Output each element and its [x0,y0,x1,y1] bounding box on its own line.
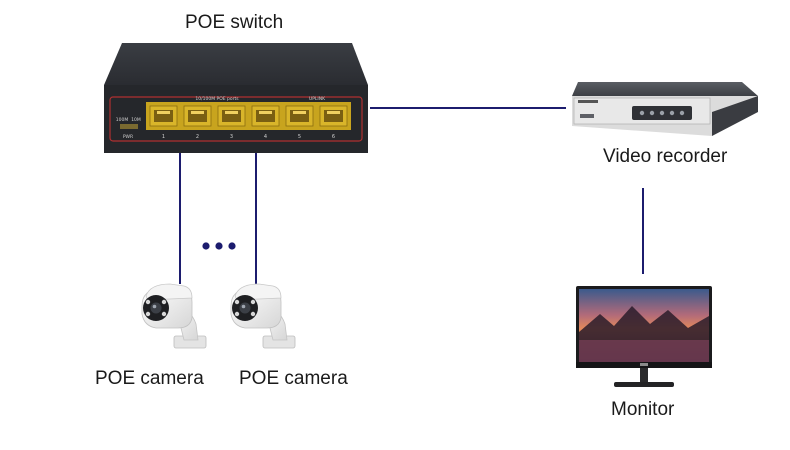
port-number: 3 [230,134,233,140]
recorder-button-2 [649,110,655,116]
ellipsis-dot [228,242,236,250]
camera-lens [150,302,162,314]
switch-port-numbers: 1 2 3 4 5 6 [162,134,335,140]
ellipsis-dot [215,242,223,250]
port-number: 1 [162,134,165,140]
camera-lens [239,302,251,314]
ellipsis-dots [202,242,236,250]
poe-camera-2 [230,283,296,349]
camera-1-label: POE camera [95,368,204,389]
rj45-port [217,105,246,127]
camera-ir-led-3 [234,311,240,317]
switch-ports-header: 10/100M POE ports [195,96,239,102]
switch-led-block [120,124,138,129]
recorder-top-face [572,82,758,96]
recorder-button-1 [639,110,645,116]
port-number: 6 [332,134,335,140]
rj45-port [251,105,280,127]
monitor-label: Monitor [611,399,675,420]
recorder-button-4 [669,110,675,116]
monitor [576,286,712,387]
recorder-brand-strip [578,100,598,103]
monitor-screen-water [579,340,709,362]
camera-ir-led-1 [145,299,151,305]
recorder-button-3 [659,110,665,116]
ellipsis-dot [202,242,210,250]
camera-ir-led-2 [250,299,256,305]
camera-lens-glint [241,304,246,309]
connection-lines [179,107,644,284]
rj45-port [285,105,314,127]
recorder-button-5 [679,110,685,116]
recorder-side-face [712,96,758,136]
monitor-neck [640,368,648,382]
switch-port-strip [146,102,351,130]
camera-ir-led-3 [145,311,151,317]
poe-switch: 10/100M POE ports UPLINK 100M 10M PWR 1 2… [104,43,368,153]
rj45-port [319,105,348,127]
switch-uplink-header: UPLINK [309,96,326,102]
camera-2-label: POE camera [239,368,348,389]
camera-ir-led-1 [234,299,240,305]
video-recorder [572,82,758,136]
switch-panel-trim [109,96,363,142]
switch-label: POE switch [185,12,284,33]
camera-ir-led-4 [161,311,167,317]
recorder-label: Video recorder [603,146,728,167]
camera-ir-led-4 [250,311,256,317]
switch-speed-label-1: 100M [116,117,129,123]
port-number: 4 [264,134,267,140]
rj45-port [149,105,178,127]
recorder-slot [580,114,594,118]
poe-camera-1 [141,283,207,349]
camera-lens-glint [152,304,157,309]
monitor-stand [614,382,674,387]
switch-pwr-label: PWR [123,134,133,140]
switch-top-face [104,43,368,85]
rj45-port [183,105,212,127]
switch-ports [149,105,348,127]
monitor-logo [640,363,648,366]
switch-speed-label-2: 10M [131,117,141,123]
port-number: 5 [298,134,301,140]
camera-ir-led-2 [161,299,167,305]
port-number: 2 [196,134,199,140]
